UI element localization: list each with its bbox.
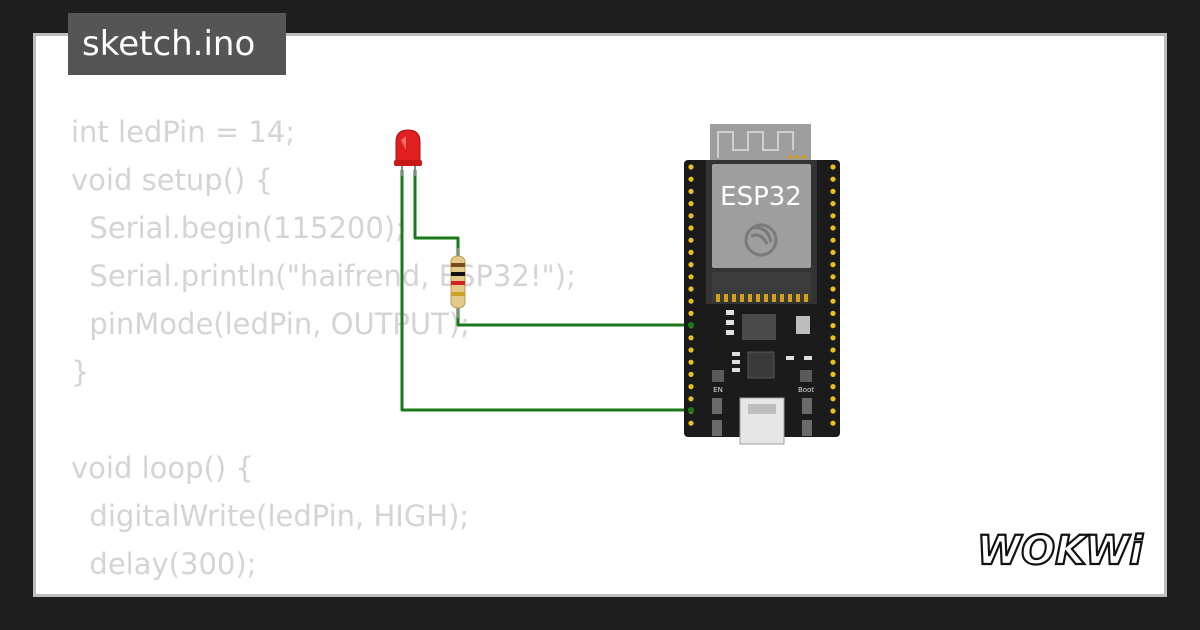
header-pin bbox=[688, 359, 694, 365]
header-pin bbox=[830, 176, 836, 182]
header-pin bbox=[830, 286, 836, 292]
code-line: pinMode(ledPin, OUTPUT); bbox=[71, 307, 470, 341]
header-pin bbox=[830, 347, 836, 353]
rf-shield bbox=[712, 164, 811, 268]
espressif-logo-icon bbox=[744, 223, 778, 257]
header-pin bbox=[830, 237, 836, 243]
led-icon[interactable] bbox=[394, 129, 422, 176]
wire-led-cathode-to-gnd bbox=[400, 170, 691, 412]
header-pin bbox=[688, 176, 694, 182]
header-pin bbox=[688, 286, 694, 292]
header-pin bbox=[688, 213, 694, 219]
header-pin bbox=[830, 384, 836, 390]
header-pin bbox=[830, 213, 836, 219]
header-pin bbox=[688, 164, 694, 170]
header-pin bbox=[688, 225, 694, 231]
header-pin bbox=[830, 274, 836, 280]
boot-label: Boot bbox=[798, 386, 814, 394]
code-line: int ledPin = 14; bbox=[71, 115, 296, 149]
resistor-icon[interactable] bbox=[450, 248, 466, 318]
code-line: } bbox=[71, 355, 90, 389]
en-label: EN bbox=[713, 386, 723, 394]
boot-button bbox=[800, 370, 812, 382]
header-pin bbox=[830, 249, 836, 255]
header-pin bbox=[830, 188, 836, 194]
header-pin bbox=[688, 237, 694, 243]
header-pin bbox=[830, 371, 836, 377]
header-pin bbox=[688, 335, 694, 341]
wokwi-logo: WOKWi bbox=[976, 527, 1145, 574]
header-pin bbox=[830, 323, 836, 329]
en-button bbox=[712, 370, 724, 382]
header-pin bbox=[830, 359, 836, 365]
header-pin bbox=[830, 298, 836, 304]
esp32-board[interactable]: ESP32 bbox=[684, 124, 840, 445]
wire-end-gpio14 bbox=[688, 322, 694, 328]
header-pin bbox=[830, 396, 836, 402]
wire-led-anode-to-resistor bbox=[413, 170, 460, 256]
header-pin bbox=[688, 310, 694, 316]
antenna-area bbox=[710, 124, 811, 164]
usb-port-icon bbox=[739, 397, 785, 445]
pin-headers bbox=[688, 164, 836, 426]
wire-resistor-to-gpio14 bbox=[456, 305, 691, 327]
header-pin bbox=[830, 164, 836, 170]
header-pin bbox=[688, 420, 694, 426]
wokwi-logo-text: WOKWi bbox=[977, 528, 1144, 574]
header-pin bbox=[688, 384, 694, 390]
code-line: digitalWrite(ledPin, HIGH); bbox=[71, 499, 470, 533]
code-line: delay(300); bbox=[71, 547, 257, 581]
file-tab[interactable]: sketch.ino bbox=[68, 13, 286, 75]
header-pin bbox=[688, 201, 694, 207]
header-pin bbox=[688, 396, 694, 402]
header-pin bbox=[688, 298, 694, 304]
code-line: void loop() { bbox=[71, 451, 254, 485]
wire-end-gnd bbox=[688, 407, 694, 413]
header-pin bbox=[688, 262, 694, 268]
code-line: Serial.begin(115200); bbox=[71, 211, 405, 245]
header-pin bbox=[688, 188, 694, 194]
header-pin bbox=[830, 408, 836, 414]
header-pin bbox=[688, 371, 694, 377]
header-pin bbox=[830, 262, 836, 268]
header-pin bbox=[688, 249, 694, 255]
header-pin bbox=[830, 201, 836, 207]
chip-label: ESP32 bbox=[720, 182, 802, 212]
header-pin bbox=[688, 274, 694, 280]
preview-panel: int ledPin = 14; void setup() { Serial.be… bbox=[33, 33, 1167, 597]
header-pin bbox=[830, 225, 836, 231]
header-pin bbox=[688, 347, 694, 353]
file-tab-label: sketch.ino bbox=[82, 24, 256, 64]
header-pin bbox=[830, 420, 836, 426]
header-pin bbox=[830, 335, 836, 341]
header-pin bbox=[830, 310, 836, 316]
code-line: void setup() { bbox=[71, 163, 273, 197]
wires bbox=[400, 170, 691, 412]
